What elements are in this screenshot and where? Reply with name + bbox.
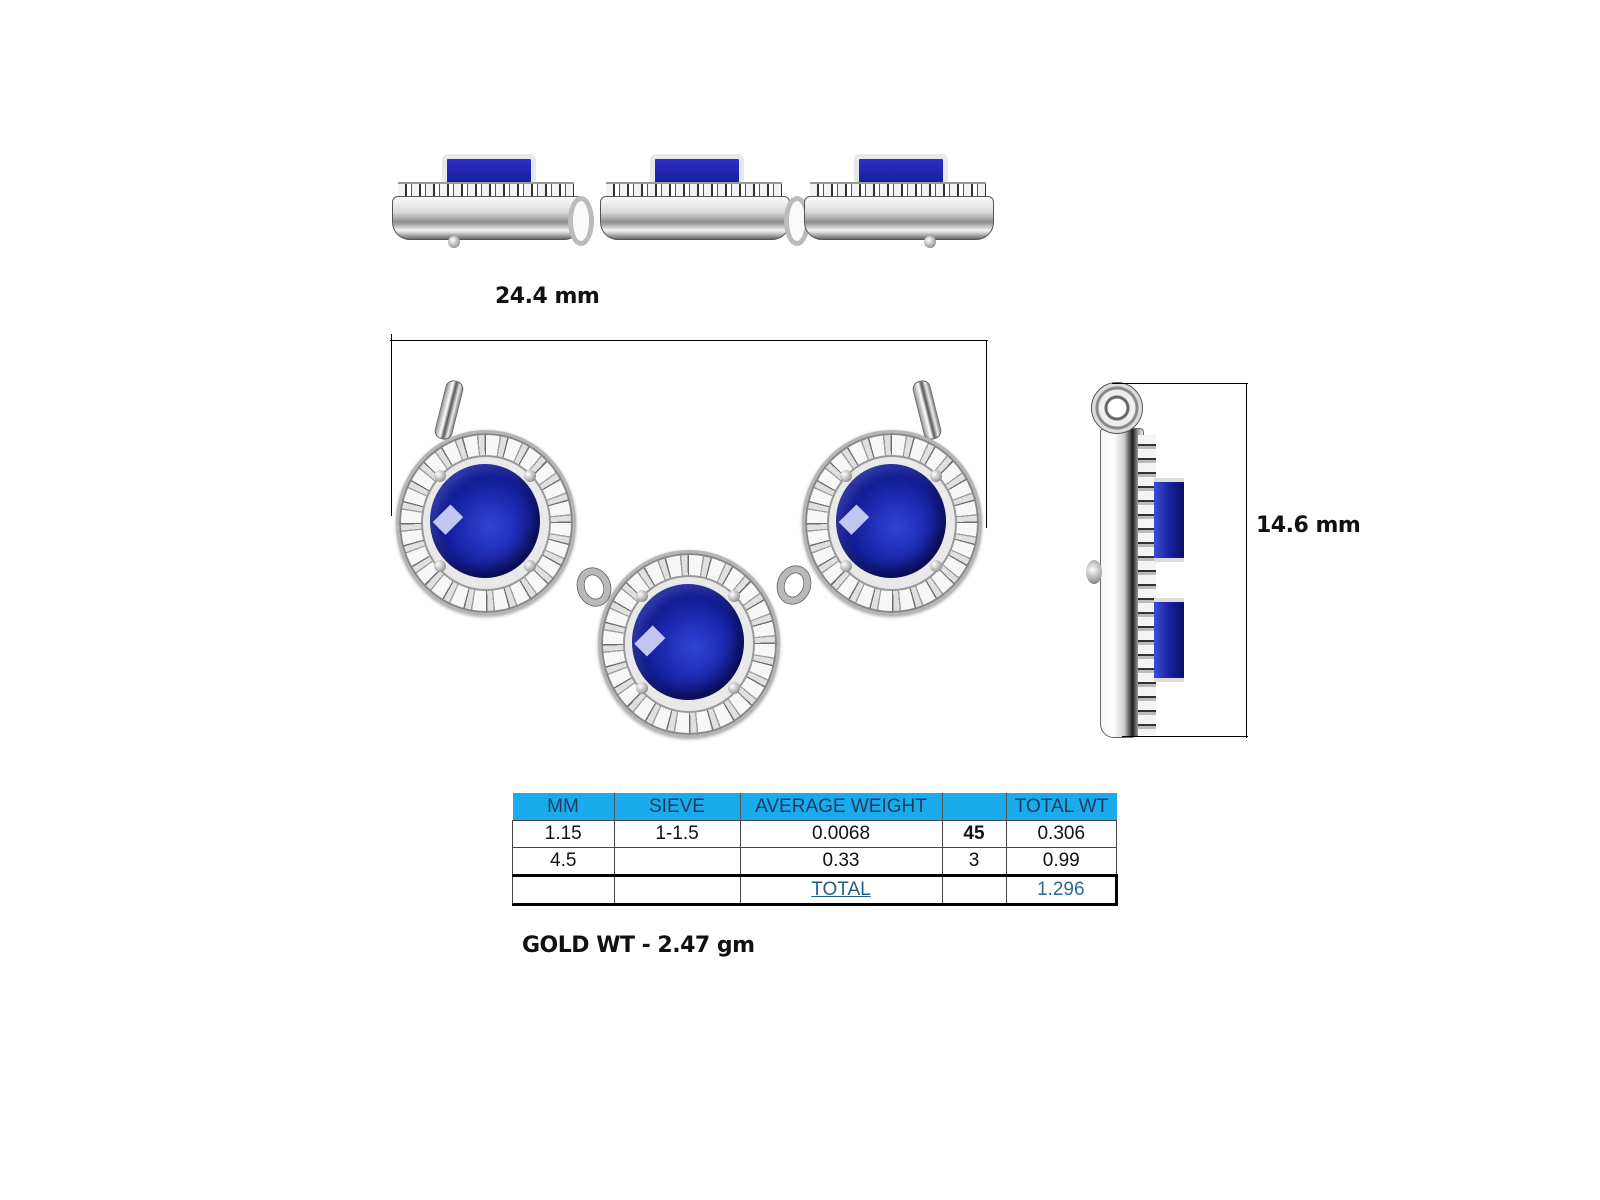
setting-base [804,196,994,240]
cell-average-weight: 0.0068 [739,820,943,848]
cell-grand-total-wt: 1.296 [1005,874,1118,906]
table-row: 4.5 0.33 3 0.99 [512,847,1117,876]
side-bail-loop [1091,382,1143,434]
table-total-row: TOTAL 1.296 [512,874,1118,906]
prong [728,590,740,602]
side-diamond-halo [1138,435,1156,735]
setting-base [392,196,582,240]
width-dimension-label: 24.4 mm [495,284,600,309]
cell-mm: 4.5 [512,847,615,876]
top-view-render [392,148,994,253]
cell-mm: 1.15 [512,820,615,848]
prong [524,470,536,482]
jump-ring [568,196,594,246]
peg [448,236,460,248]
diamond-halo-profile [606,182,782,198]
top-view-setting-left [392,148,582,248]
cell-sieve [613,874,741,906]
width-dimension-line [390,340,988,341]
pendant-right [802,430,982,616]
header-quantity [941,793,1006,821]
bail-left [433,378,465,442]
gold-weight-label: GOLD WT - 2.47 gm [522,933,755,958]
prong [728,682,740,694]
cell-sieve: 1-1.5 [613,820,741,848]
side-frame [1100,428,1144,738]
header-mm: MM [512,793,614,821]
sapphire-oval [430,464,540,578]
cell-mm [512,874,615,906]
side-sapphire-upper [1154,478,1184,562]
top-view-setting-center [600,148,790,248]
peg [924,236,936,248]
width-extension-line-right [986,340,987,528]
cell-quantity [941,874,1007,906]
cell-quantity: 45 [941,820,1007,848]
prong [636,682,648,694]
prong [840,470,852,482]
total-link[interactable]: TOTAL [811,879,871,900]
width-extension-line-left [391,334,392,516]
cell-sieve [613,847,741,876]
pendant-center [598,550,780,738]
cell-total-wt: 0.99 [1005,847,1117,876]
top-view-setting-right [804,148,994,248]
prong [524,560,536,572]
sapphire-oval [836,464,946,578]
pendant-left [396,430,576,616]
header-total-wt: TOTAL WT [1005,793,1117,821]
diamond-halo-profile [810,182,986,198]
header-average-weight: AVERAGE WEIGHT [739,793,942,821]
diamond-halo-profile [398,182,574,198]
prong [930,560,942,572]
height-extension-line-bottom [1122,736,1248,737]
table-header-row: MM SIEVE AVERAGE WEIGHT TOTAL WT [512,793,1117,821]
side-peg [1086,560,1102,584]
prong [636,590,648,602]
side-sapphire-lower [1154,598,1184,682]
cell-total-wt: 0.306 [1005,820,1117,848]
cell-average-weight: 0.33 [739,847,943,876]
header-sieve: SIEVE [613,793,740,821]
jump-ring-right [772,561,816,609]
total-label-cell: TOTAL [739,874,943,906]
table-row: 1.15 1-1.5 0.0068 45 0.306 [512,820,1117,848]
height-dimension-line [1246,383,1247,738]
prong [434,470,446,482]
prong [434,560,446,572]
setting-base [600,196,790,240]
cell-quantity: 3 [941,847,1007,876]
sapphire-oval [632,584,744,700]
stone-weight-table: MM SIEVE AVERAGE WEIGHT TOTAL WT 1.15 1-… [512,793,1118,906]
height-dimension-label: 14.6 mm [1256,513,1361,538]
prong [840,560,852,572]
prong [930,470,942,482]
height-extension-line-top [1112,383,1248,384]
bail-right [911,378,943,442]
